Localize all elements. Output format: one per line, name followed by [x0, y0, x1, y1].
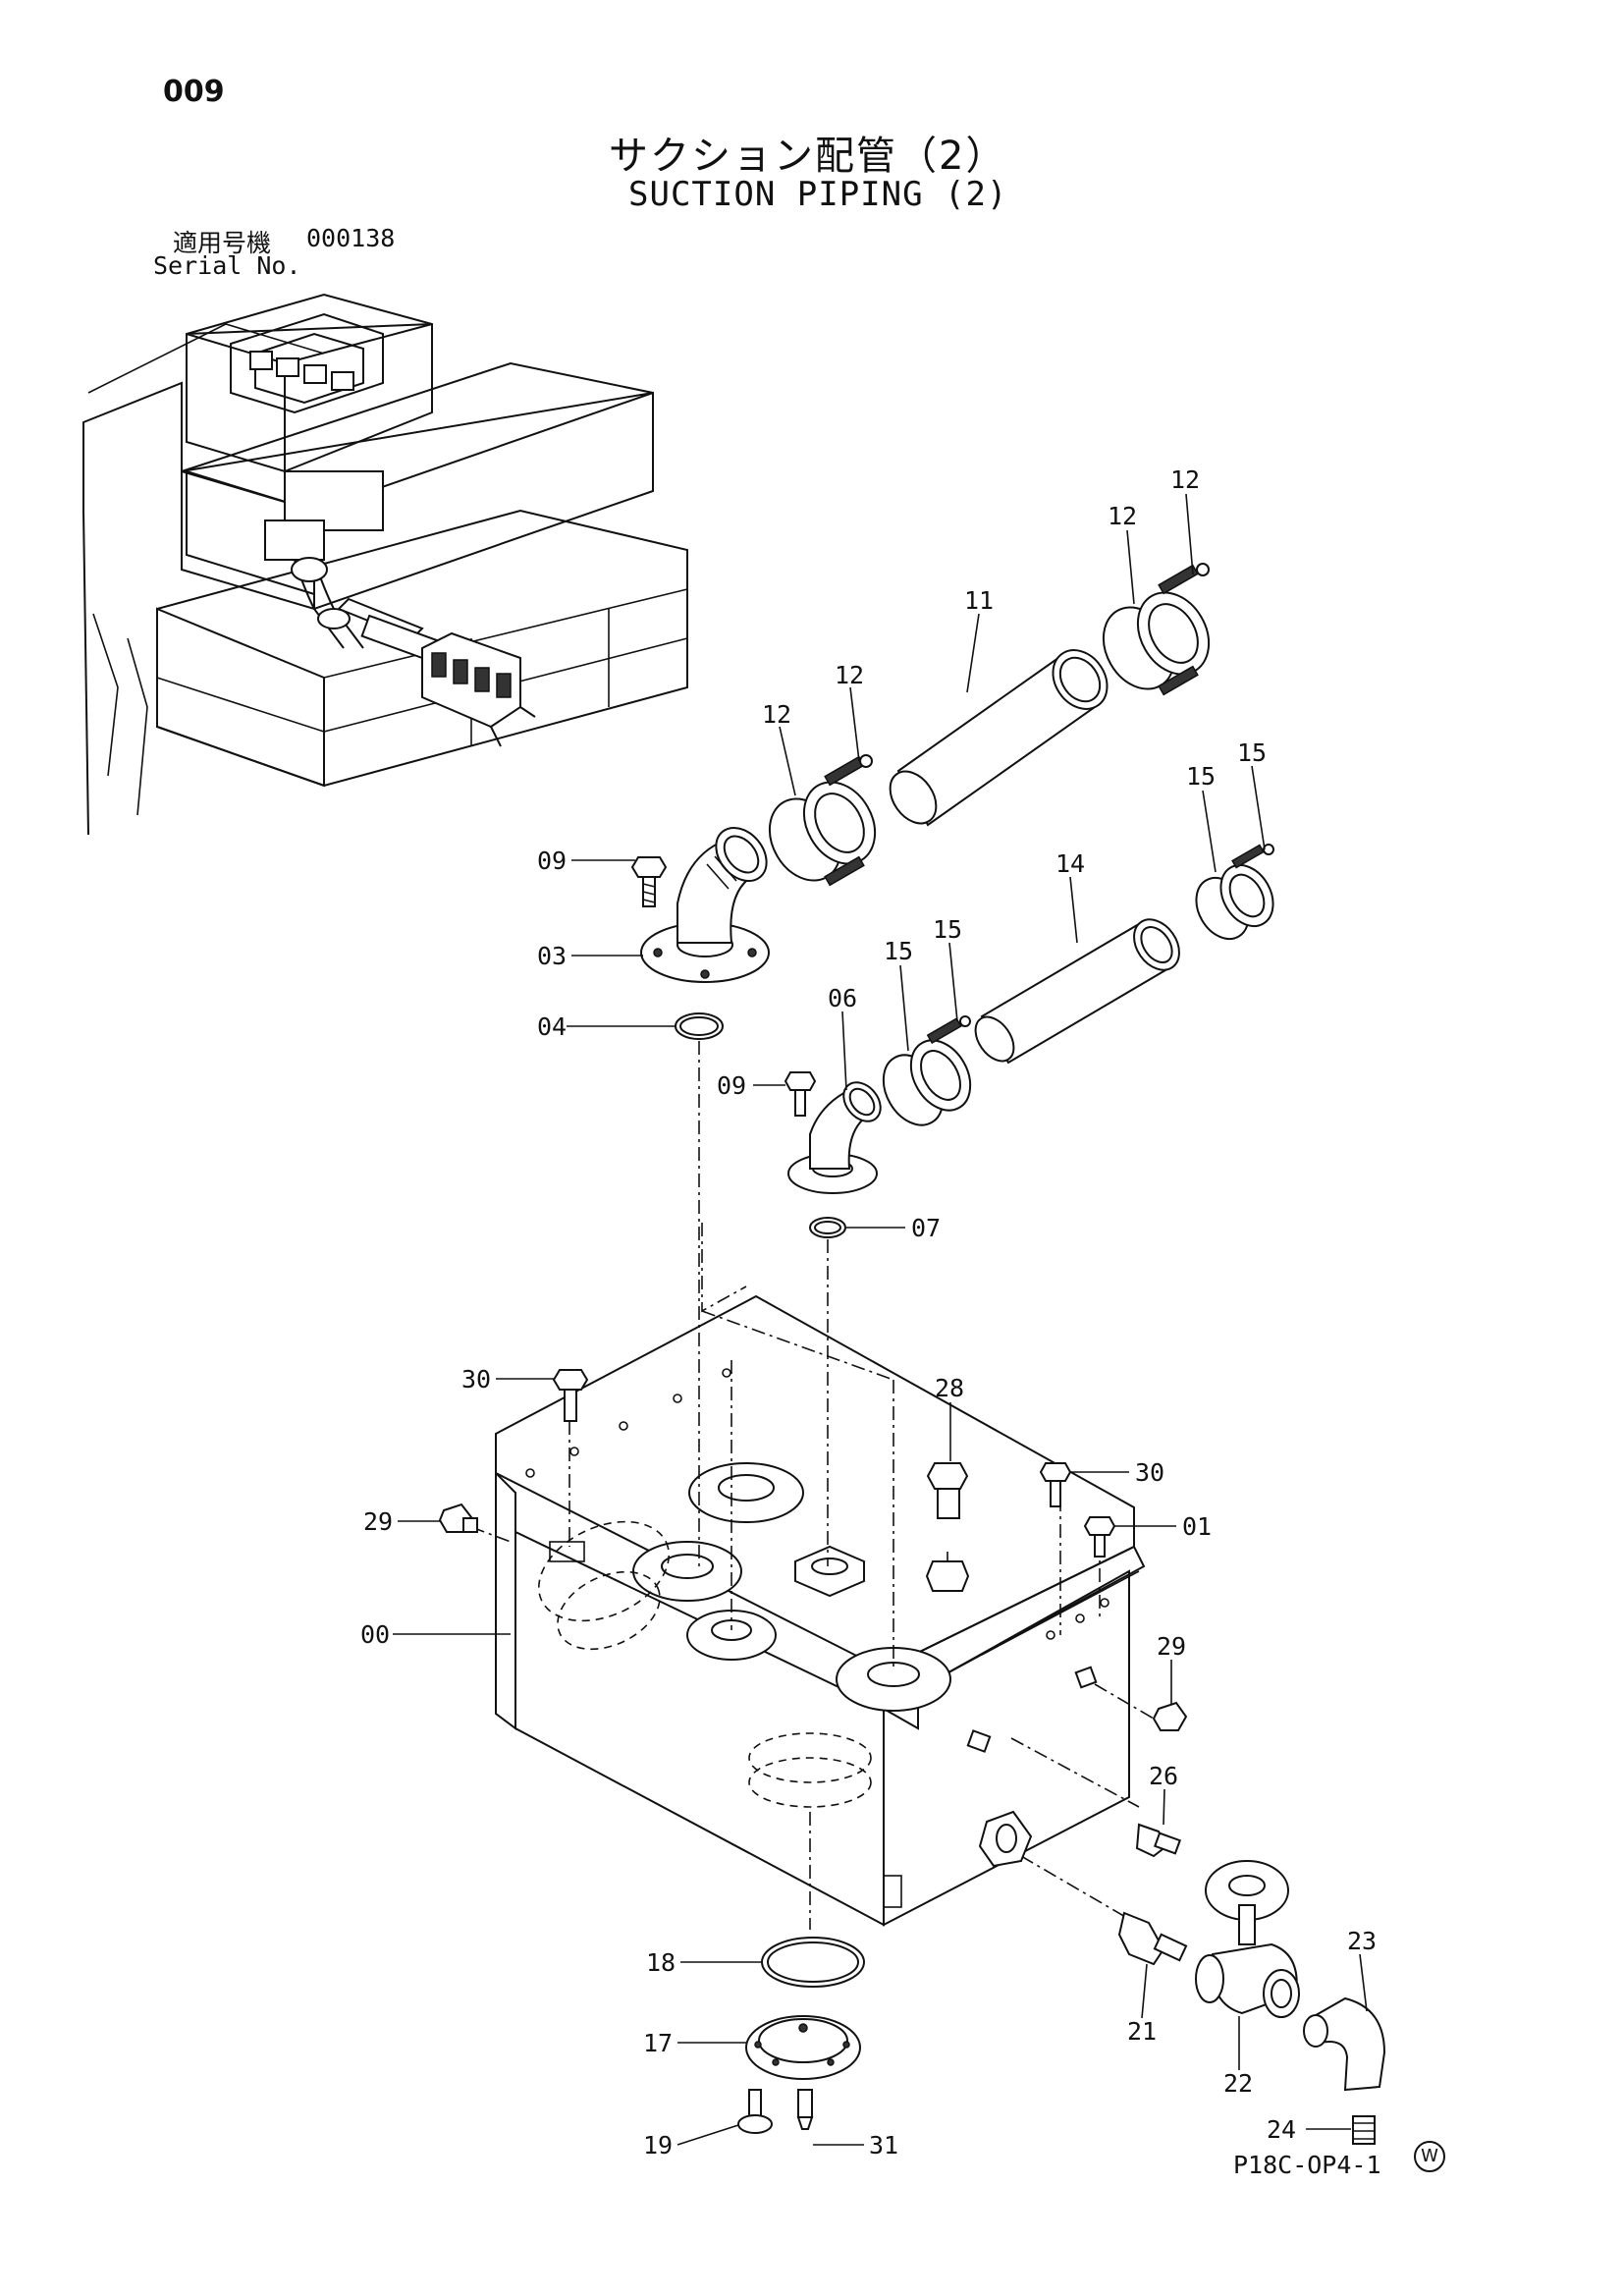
page-title-japanese: サクション配管（2）	[609, 134, 1007, 179]
leader-lines	[393, 493, 1368, 2146]
part-number-label: 30	[1135, 1458, 1164, 1487]
serial-label-japanese: 適用号機	[173, 229, 272, 257]
part-number-label: 12	[1170, 465, 1200, 494]
part-number-label: 29	[1157, 1632, 1186, 1661]
bolt-30-right	[1039, 1462, 1072, 1507]
hose-clamp-15-upper	[1195, 844, 1274, 940]
part-number-label: 09	[537, 847, 567, 875]
part-number-label: 30	[461, 1365, 491, 1394]
part-number-label: 12	[1108, 502, 1137, 530]
o-ring-04	[675, 1012, 724, 1040]
elbow-23	[1303, 1996, 1386, 2092]
part-number-label: 23	[1347, 1927, 1377, 1955]
bolt-19	[737, 2089, 773, 2134]
page-number: 009	[163, 75, 225, 109]
bolt-09-lower	[784, 1071, 817, 1117]
figure-code: P18C-OP4-1	[1233, 2151, 1381, 2179]
part-number-label: 00	[360, 1620, 390, 1649]
plug-29-left	[438, 1503, 478, 1533]
part-number-label: 11	[964, 586, 994, 615]
part-number-label: 15	[1237, 738, 1267, 767]
part-number-label: 21	[1127, 2017, 1157, 2046]
serial-number-value: 000138	[306, 224, 396, 252]
part-number-label: 12	[762, 700, 791, 729]
part-number-label: 15	[1186, 762, 1216, 791]
hose-14	[974, 918, 1180, 1065]
fitting-26	[966, 1729, 1182, 1858]
part-number-label: 28	[935, 1374, 964, 1402]
part-number-label: 14	[1055, 849, 1085, 878]
part-number-label: 26	[1149, 1762, 1178, 1790]
part-number-label: 12	[835, 661, 864, 689]
hose-clamp-12-upper	[1102, 563, 1211, 696]
part-number-label: 03	[537, 942, 567, 970]
plug-24	[1352, 2115, 1376, 2145]
watermark-symbol: W	[1414, 2141, 1445, 2172]
hydraulic-tank-00	[495, 1223, 1146, 1927]
part-number-label: 04	[537, 1012, 567, 1041]
part-number-label: 07	[911, 1214, 941, 1242]
page-title-english: SUCTION PIPING (2)	[628, 175, 1008, 214]
gasket-18	[761, 1937, 865, 1988]
machine-overview-drawing	[82, 293, 688, 836]
elbow-flange-03	[640, 827, 770, 983]
bolt-09-upper	[630, 856, 668, 907]
adapter-21	[978, 1810, 1188, 1966]
part-number-label: 19	[643, 2131, 673, 2159]
part-number-label: 31	[869, 2131, 898, 2159]
elbow-flange-06	[787, 1081, 882, 1194]
part-number-label: 15	[884, 937, 913, 965]
part-number-label: 24	[1267, 2115, 1296, 2144]
o-ring-07	[809, 1217, 846, 1238]
serial-label-english: Serial No.	[153, 251, 301, 280]
part-number-label: 29	[363, 1507, 393, 1536]
plug-31	[796, 2089, 814, 2130]
bolt-28	[925, 1462, 970, 1592]
part-number-label: 22	[1223, 2069, 1253, 2098]
part-number-label: 17	[643, 2029, 673, 2057]
part-number-label: 15	[933, 915, 962, 944]
part-number-label: 18	[646, 1948, 676, 1977]
part-number-label: 09	[717, 1071, 746, 1100]
bolt-30-left	[552, 1369, 589, 1422]
gate-valve-22	[1195, 1860, 1300, 2018]
hose-11	[889, 649, 1109, 827]
hose-clamp-12-lower	[768, 754, 877, 887]
part-labels: 12 12 11 12 12 15 15 14 09 03 04 15 15 0…	[360, 465, 1377, 2159]
part-number-label: 01	[1182, 1512, 1212, 1541]
plug-29-right	[1074, 1666, 1188, 1731]
part-number-label: 06	[828, 984, 857, 1012]
cover-17	[745, 2015, 861, 2080]
hose-clamp-15-lower	[882, 1015, 972, 1126]
bolt-01	[1083, 1516, 1116, 1558]
